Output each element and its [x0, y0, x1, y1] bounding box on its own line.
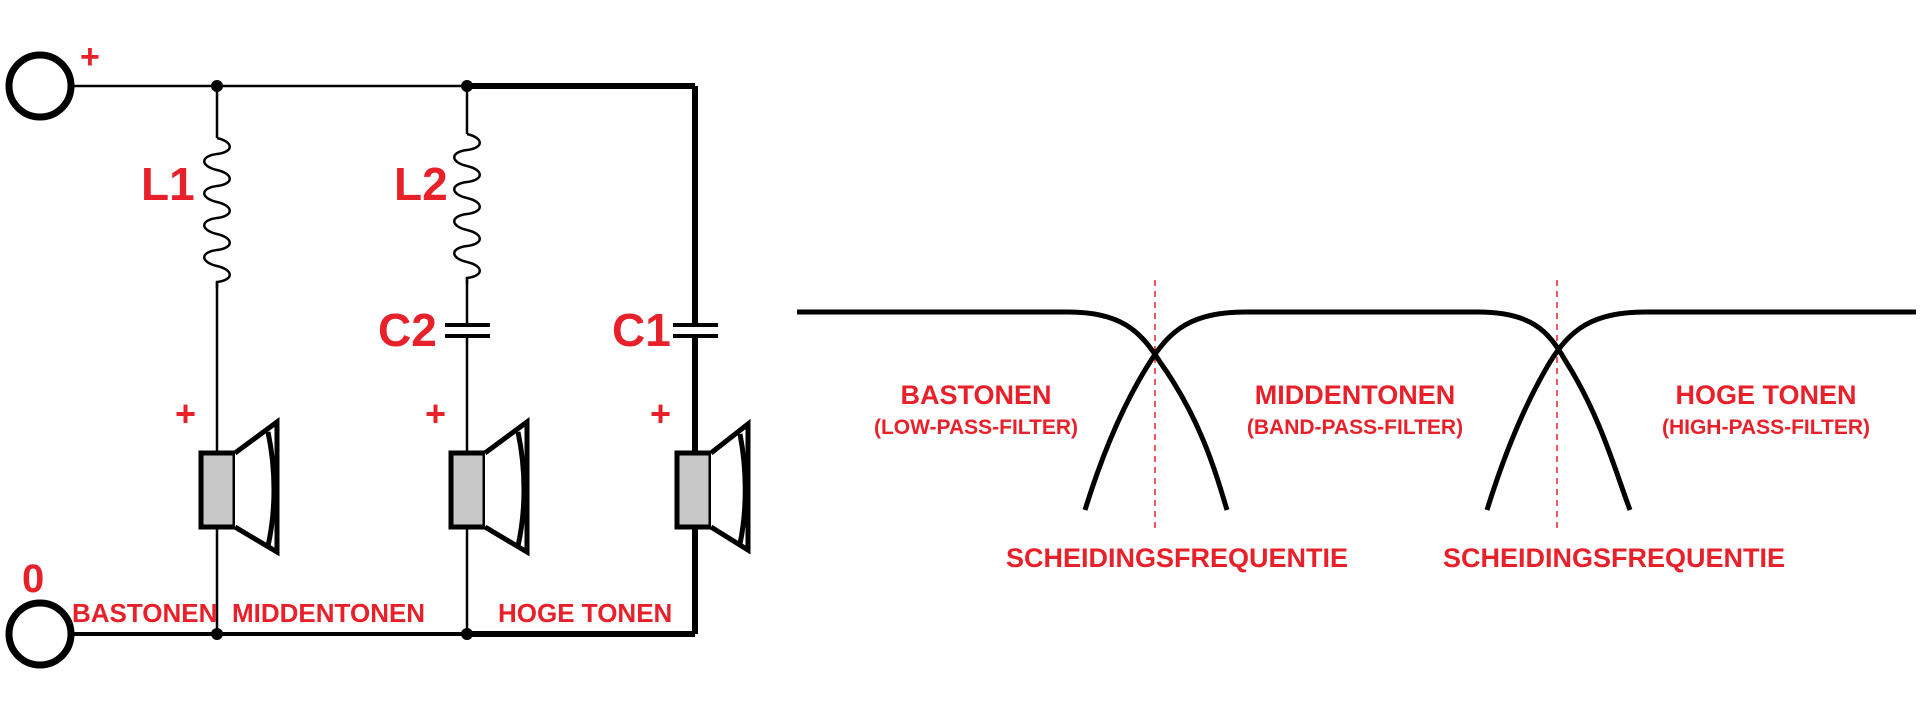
high-band-name: HOGE TONEN [1675, 380, 1856, 410]
high-pass-curve [1484, 309, 1916, 511]
branch-mid-label: MIDDENTONEN [232, 598, 425, 628]
c2-label: C2 [378, 304, 437, 356]
bass-driver-plus: + [175, 393, 196, 434]
terminal-plus-label: + [80, 38, 100, 76]
mid-band-name: MIDDENTONEN [1255, 380, 1456, 410]
mid-band-filter: (BAND-PASS-FILTER) [1247, 416, 1463, 439]
bass-driver-icon [198, 417, 280, 557]
band-pass-curve [1082, 309, 1633, 511]
tweeter-driver-icon [674, 418, 751, 555]
l1-label: L1 [141, 158, 195, 210]
high-band-filter: (HIGH-PASS-FILTER) [1662, 416, 1870, 439]
mid-driver-plus: + [425, 393, 446, 434]
terminal-zero-label: 0 [22, 557, 44, 601]
zero-terminal [5, 599, 75, 669]
branch-high-label: HOGE TONEN [498, 598, 672, 628]
mid-branch [445, 86, 490, 634]
crossover-circuit: + 0 L1 L2 C2 C1 + + + BASTONEN MIDDENTON… [5, 38, 751, 669]
low-band-name: BASTONEN [900, 380, 1051, 410]
low-band-filter: (LOW-PASS-FILTER) [874, 416, 1078, 439]
frequency-response: BASTONEN (LOW-PASS-FILTER) MIDDENTONEN (… [797, 280, 1916, 573]
low-pass-curve [797, 309, 1230, 511]
positive-terminal [5, 51, 75, 121]
branch-bass-label: BASTONEN [72, 598, 217, 628]
inductor-l2 [453, 132, 481, 284]
inductor-l1 [203, 136, 231, 288]
mid-driver-icon [448, 417, 530, 557]
crossover-label-2: SCHEIDINGSFREQUENTIE [1443, 543, 1785, 573]
high-branch [673, 86, 718, 634]
bass-branch [203, 86, 231, 634]
tweeter-driver-plus: + [650, 393, 671, 434]
c1-label: C1 [612, 304, 671, 356]
crossover-label-1: SCHEIDINGSFREQUENTIE [1006, 543, 1348, 573]
l2-label: L2 [394, 158, 448, 210]
